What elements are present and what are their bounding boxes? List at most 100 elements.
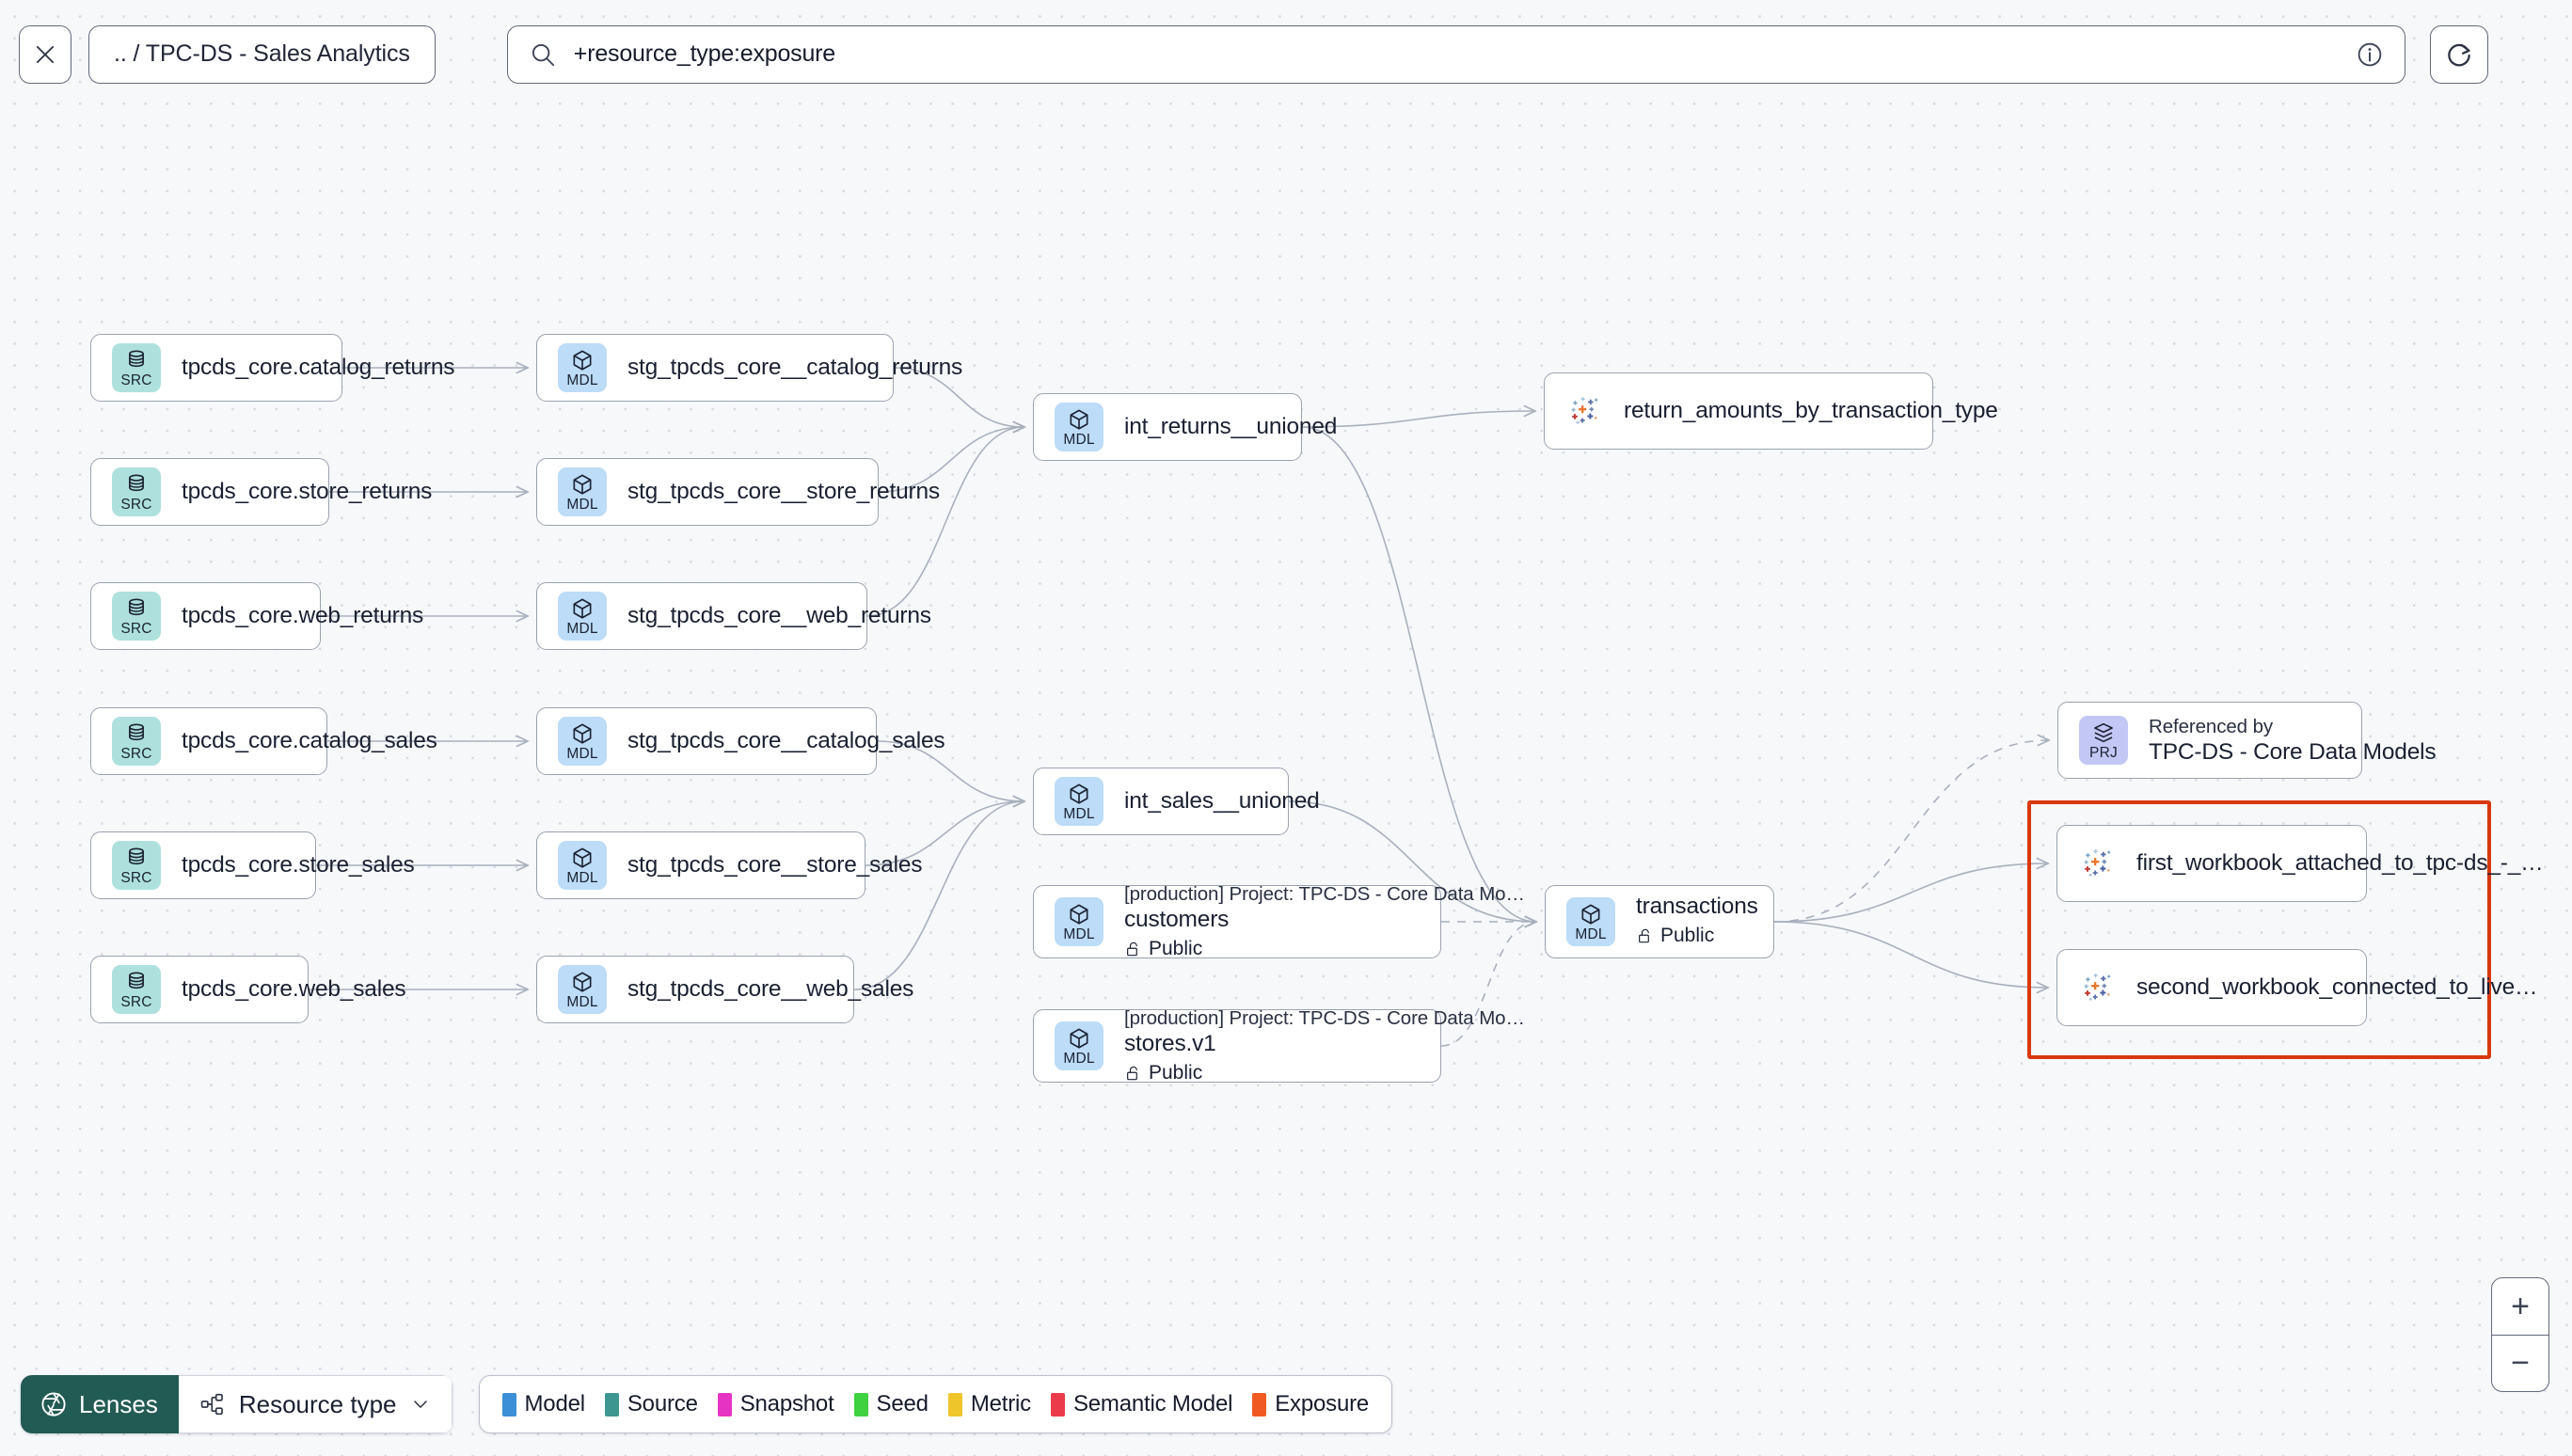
tableau-icon	[2084, 973, 2111, 1001]
tableau-icon	[2084, 849, 2111, 877]
legend-item-exposure[interactable]: Exposure	[1252, 1391, 1369, 1417]
graph-node-src_catalog_sales[interactable]: SRC tpcds_core.catalog_sales	[90, 707, 437, 775]
node-text: tpcds_core.catalog_sales	[182, 728, 437, 755]
resource-type-label: Resource type	[238, 1389, 397, 1418]
node-title: tpcds_core.store_sales	[182, 851, 415, 878]
graph-node-stg_web_returns[interactable]: MDL stg_tpcds_core__web_returns	[536, 582, 931, 650]
node-type-badge: MDL	[558, 841, 607, 890]
cube-icon	[1070, 1028, 1088, 1049]
database-icon	[129, 598, 144, 615]
info-icon[interactable]	[2356, 40, 2384, 69]
node-text: stg_tpcds_core__web_returns	[627, 603, 931, 630]
legend-item-source[interactable]: Source	[604, 1391, 698, 1417]
legend-label: Model	[524, 1391, 586, 1416]
refresh-button[interactable]	[2429, 24, 2488, 84]
edge-int_returns_unioned-to-transactions	[1301, 426, 1536, 922]
legend-item-metric[interactable]: Metric	[947, 1391, 1031, 1417]
node-title: stg_tpcds_core__catalog_returns	[627, 354, 963, 380]
graph-node-int_sales_unioned[interactable]: MDL int_sales__unioned	[1033, 768, 1320, 835]
refresh-icon	[2448, 43, 2470, 66]
node-title: tpcds_core.web_returns	[182, 602, 424, 628]
node-subtitle: [production] Project: TPC-DS - Core Data…	[1124, 882, 1525, 905]
node-text: int_sales__unioned	[1124, 788, 1320, 815]
node-text: stg_tpcds_core__store_sales	[627, 851, 923, 879]
node-title: stg_tpcds_core__web_sales	[627, 975, 914, 1002]
node-title: tpcds_core.web_sales	[182, 975, 406, 1002]
zoom-in-button[interactable]: +	[2511, 1288, 2530, 1324]
node-type-label: SRC	[120, 496, 152, 513]
node-text: tpcds_core.web_returns	[182, 602, 424, 630]
node-title: tpcds_core.catalog_returns	[182, 354, 455, 380]
node-access-meta: Public	[1124, 1060, 1420, 1086]
legend-label: Seed	[876, 1391, 929, 1416]
node-type-label: MDL	[1063, 805, 1095, 822]
node-type-label: PRJ	[2089, 744, 2118, 761]
search-bar[interactable]	[506, 24, 2405, 84]
node-text: tpcds_core.web_sales	[182, 975, 406, 1004]
cube-icon	[1070, 783, 1088, 804]
node-text: stg_tpcds_core__web_sales	[627, 975, 914, 1004]
cube-icon	[573, 972, 592, 992]
legend-swatch	[501, 1392, 516, 1416]
node-type-label: SRC	[120, 745, 152, 762]
database-icon	[129, 723, 144, 740]
node-type-badge: SRC	[112, 343, 161, 392]
node-text: tpcds_core.store_sales	[182, 851, 415, 879]
node-type-label: MDL	[566, 620, 598, 637]
cube-icon	[1070, 904, 1088, 925]
legend-item-seed[interactable]: Seed	[853, 1391, 929, 1417]
node-text: [production] Project: TPC-DS - Core Data…	[1124, 1005, 1525, 1087]
zoom-out-button[interactable]: −	[2492, 1335, 2548, 1391]
legend-swatch	[604, 1392, 619, 1416]
node-type-badge: MDL	[1055, 1021, 1103, 1070]
node-title: stg_tpcds_core__store_sales	[627, 851, 923, 878]
lenses-group: Lenses Resource type	[21, 1375, 452, 1433]
legend-label: Semantic Model	[1072, 1391, 1233, 1416]
legend-item-semantic-model[interactable]: Semantic Model	[1050, 1391, 1233, 1417]
legend-item-snapshot[interactable]: Snapshot	[717, 1391, 834, 1417]
close-button[interactable]	[19, 24, 71, 84]
zoom-controls: + −	[2491, 1277, 2549, 1392]
legend-swatch	[1252, 1392, 1267, 1416]
node-type-badge: MDL	[558, 467, 607, 516]
node-text: tpcds_core.catalog_returns	[182, 354, 455, 382]
node-type-label: MDL	[566, 496, 598, 513]
graph-node-stg_store_sales[interactable]: MDL stg_tpcds_core__store_sales	[536, 831, 923, 899]
graph-node-return_amounts_by_transaction_type[interactable]: return_amounts_by_transaction_type	[1544, 372, 1998, 450]
graph-node-first_workbook[interactable]: first_workbook_attached_to_tpc-ds_-_…	[2056, 825, 2544, 902]
node-type-badge: MDL	[558, 717, 607, 766]
search-icon	[532, 43, 554, 66]
resource-type-dropdown[interactable]: Resource type	[178, 1375, 452, 1433]
node-title: customers	[1124, 907, 1230, 933]
graph-node-customers[interactable]: MDL[production] Project: TPC-DS - Core D…	[1033, 883, 1525, 959]
graph-node-stores_v1[interactable]: MDL [production] Project: TPC-DS - Core D…	[1033, 1007, 1525, 1084]
lenses-button[interactable]: Lenses	[21, 1375, 179, 1433]
legend-item-model[interactable]: Model	[501, 1391, 586, 1417]
breadcrumb[interactable]: .. / TPC-DS - Sales Analytics	[88, 24, 436, 84]
hierarchy-icon	[200, 1393, 223, 1416]
legend-label: Snapshot	[739, 1391, 834, 1416]
edge-int_returns_unioned-to-return_amounts_by_transaction_type	[1301, 411, 1535, 428]
graph-node-src_catalog_returns[interactable]: SRC tpcds_core.catalog_returns	[90, 334, 455, 402]
node-text: [production] Project: TPC-DS - Core Data…	[1124, 881, 1525, 963]
edge-stg_web_sales-to-int_sales_unioned	[853, 801, 1024, 990]
edge-stg_web_returns-to-int_returns_unioned	[866, 427, 1024, 617]
unlock-icon	[1127, 942, 1137, 957]
node-text: return_amounts_by_transaction_type	[1624, 398, 1998, 425]
search-input[interactable]	[573, 40, 2356, 68]
cube-icon	[1070, 409, 1088, 430]
graph-node-second_workbook[interactable]: second_workbook_connected_to_live…	[2056, 949, 2538, 1026]
